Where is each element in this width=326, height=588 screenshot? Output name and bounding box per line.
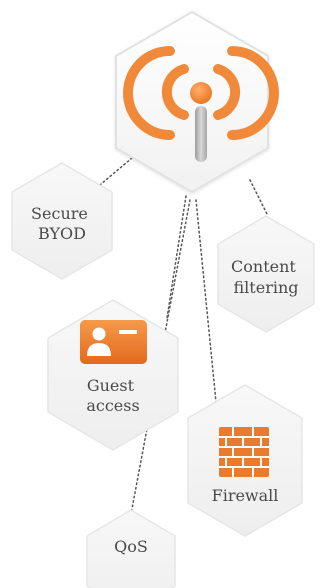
user-card-background: [80, 320, 147, 364]
wifi-wave-right-outer: [227, 46, 279, 140]
guest-access-label-line-2: access: [86, 396, 139, 415]
user-card-icon: [80, 320, 147, 364]
node-guest-access: Guest access: [47, 299, 179, 451]
firewall-label: Firewall: [212, 486, 279, 505]
node-secure-byod: Secure BYOD: [11, 162, 113, 280]
connector-guest-access: [166, 195, 187, 319]
secure-byod-label-line-1: Secure: [31, 204, 88, 223]
wifi-broadcast-icon: [123, 46, 279, 162]
svg-text:QoS: QoS: [114, 537, 148, 556]
svg-text:Secure BYOD: Secure BYOD: [31, 204, 93, 243]
brick-wall-mortar: [219, 427, 269, 477]
connector-firewall: [195, 199, 217, 403]
antenna-dot: [190, 82, 212, 104]
qos-label: QoS: [114, 537, 148, 556]
hexagon-qos: [86, 509, 176, 588]
node-firewall: Firewall: [187, 384, 303, 537]
hexagon-secure-byod: [11, 162, 113, 280]
svg-text:Guest access: Guest access: [86, 376, 139, 415]
hexagon-content-filtering: [217, 215, 315, 333]
user-card-line: [119, 330, 137, 334]
hub-hexagon: [115, 10, 269, 194]
svg-text:Content filtering: Content filtering: [231, 257, 301, 297]
guest-access-label-line-1: Guest: [87, 376, 135, 395]
brick-wall-icon: [219, 427, 269, 477]
wifi-wave-right-inner: [213, 64, 241, 120]
node-qos: QoS: [86, 509, 176, 588]
antenna-stem: [195, 106, 207, 162]
user-card-body: [87, 343, 111, 356]
svg-text:Firewall: Firewall: [212, 486, 279, 505]
wifi-wave-left-inner: [161, 64, 189, 120]
content-filtering-label-line-2: filtering: [234, 278, 299, 297]
user-card-head: [92, 327, 106, 341]
secure-byod-label-line-2: BYOD: [38, 224, 86, 243]
wifi-wave-left-outer: [123, 46, 175, 140]
brick-wall-base: [219, 427, 269, 477]
node-content-filtering: Content filtering: [217, 215, 315, 333]
hub-node: [115, 10, 279, 194]
content-filtering-label-line-1: Content: [231, 257, 296, 276]
connector-secure-byod: [87, 157, 133, 196]
connector-content-filtering: [249, 179, 269, 217]
